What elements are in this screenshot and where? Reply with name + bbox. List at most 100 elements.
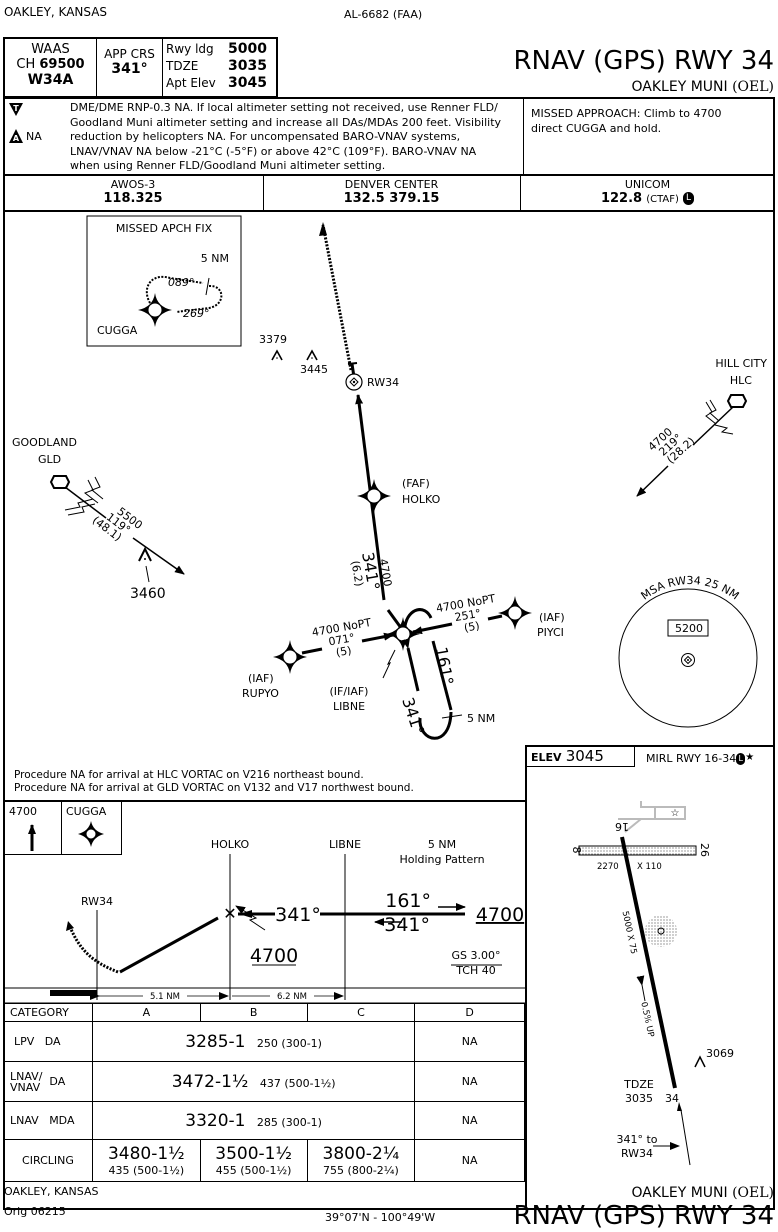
elev-label: ELEV: [531, 751, 562, 764]
minimums-row: LPV DA 3285-1 250 (300-1) NA: [3, 1021, 525, 1062]
runway-8-26: [578, 845, 697, 856]
hold-in-crs: 341°: [384, 914, 430, 936]
comm-freq: 118.325: [103, 191, 163, 206]
gld-route-labels: 5500 119° (48.1): [90, 505, 145, 544]
msa-alt: 5200: [675, 622, 703, 635]
note-line: LNAV/VNAV NA below -21°C (-5°F) or above…: [70, 144, 477, 158]
obstacle-icon: [694, 1055, 706, 1068]
changeover-icon: [705, 399, 720, 425]
main-rwy-dims: 5000 X 75: [620, 910, 639, 955]
minimums-table: CATEGORY A B C D LPV DA 3285-1 250 (300-…: [3, 1003, 525, 1182]
profile-view: ✕ HOLKO LIBNE 5 NM Holding Pattern RW34 …: [3, 821, 525, 1004]
cugga-fix-icon: [78, 821, 104, 847]
rwy-ldg-value: 5000: [228, 41, 267, 57]
row-abc: 3320-1 285 (300-1): [91, 1101, 416, 1140]
pilot-controlled-lighting-icon: L: [683, 192, 695, 205]
gld-vortac-icon: [49, 475, 71, 489]
rwy-26-label: 26: [698, 843, 711, 857]
lightning-icon: [235, 905, 266, 931]
final-label: 341° to: [616, 1133, 657, 1146]
minimum-value: 3500-1½: [215, 1144, 292, 1164]
row-label: LNAV/VNAV DA: [3, 1061, 93, 1102]
row-d: NA: [414, 1021, 525, 1062]
divider: [520, 175, 521, 210]
rw34-label: RW34: [81, 895, 113, 908]
obstacle-icon: [271, 349, 283, 361]
final-dist: (6.2): [348, 560, 365, 588]
row-abc: 3472-1½ 437 (500-1½): [91, 1061, 416, 1102]
hlc-feeder-route: [636, 465, 669, 497]
proc-na-line: Procedure NA for arrival at GLD VORTAC o…: [14, 782, 414, 794]
waas-label: WAAS: [31, 42, 70, 57]
rupyo-transition: [361, 632, 394, 643]
hold-in-crs: 341°: [398, 695, 428, 738]
stippled-area: [645, 915, 677, 947]
descent-path: [119, 916, 219, 974]
note-line: when using Renner FLD/Goodland Muni alti…: [70, 159, 386, 172]
procedure-title: RNAV (GPS) RWY 34: [513, 46, 774, 76]
apt-elev-label: Apt Elev: [166, 76, 216, 90]
missed-climb-path: [68, 926, 119, 974]
airport-name: OAKLEY MUNI (OEL): [632, 80, 774, 94]
header-b: B: [199, 1003, 308, 1022]
waas-ch-label: CH: [16, 57, 36, 72]
row-label: LPV DA: [3, 1021, 93, 1062]
piyci-dist: (5): [463, 619, 481, 635]
gld-feeder-route: [132, 537, 185, 575]
changeover-icon: [64, 498, 96, 516]
missed-arrow-icon: [319, 222, 327, 236]
hold-alt: 4700: [476, 904, 524, 926]
rupyo-label: (IAF): [248, 672, 274, 685]
footer-airport-id: (OEL): [732, 1185, 774, 1201]
missed-hold-out: 089°: [168, 276, 195, 289]
hold-turn: [403, 608, 433, 627]
glideslope: GS 3.00°: [452, 949, 501, 962]
apt-elev-value: 3045: [228, 75, 267, 91]
minimum-hat: 285 (300-1): [256, 1115, 322, 1129]
tdze-value: 3035: [625, 1092, 653, 1105]
minimum-value: 3472-1½: [171, 1071, 249, 1092]
chart-id: AL-6682 (FAA): [344, 8, 423, 21]
lightning-icon: [382, 649, 396, 679]
pilot-controlled-lighting-icon: L: [736, 753, 746, 765]
final-label-rw: RW34: [621, 1147, 653, 1160]
libne-label: (IF/IAF): [330, 685, 369, 698]
obstacle-elev: 3069: [706, 1047, 734, 1060]
missed-hold-track: [175, 284, 223, 313]
faf-name: HOLKO: [402, 493, 441, 506]
missed-hold-in: 269°: [183, 307, 210, 320]
faf-alt: 4700: [250, 945, 298, 967]
libne-label: LIBNE: [329, 838, 361, 851]
minimum-hat: 435 (500-1½): [108, 1164, 185, 1177]
rupyo-crs: 071°: [327, 631, 355, 648]
minimums-header-row: CATEGORY A B C D: [3, 1003, 525, 1022]
cross-rwy-dims: 2270: [597, 862, 619, 872]
airport-reference-icon: [681, 653, 695, 667]
libne-name: LIBNE: [333, 700, 365, 713]
hold-dist: 5 NM: [428, 838, 456, 851]
rwy-slope: 0.5% UP: [638, 1001, 655, 1038]
tdze-value: 3035: [228, 58, 267, 74]
comm-freq: 132.5 379.15: [343, 191, 440, 206]
minimum-value: 3285-1: [185, 1031, 246, 1052]
changeover-icon: [714, 424, 734, 435]
ramp-outline: [618, 801, 686, 820]
airport-id: (OEL): [732, 79, 774, 95]
footer-amendment: Orig 06215: [4, 1205, 66, 1218]
hold-turn: [418, 711, 453, 740]
faf-cross-icon: ✕: [223, 904, 236, 923]
obstacle-icon: [306, 349, 318, 361]
proc-na-line: Procedure NA for arrival at HLC VORTAC o…: [14, 769, 364, 781]
elev-box: ELEV 3045: [527, 747, 635, 767]
hold-outbound: [431, 640, 453, 711]
ma-alt: 4700: [9, 805, 37, 818]
rwy-ldg-label: Rwy ldg: [166, 42, 214, 56]
waas-block: WAAS CH 69500 W34A: [5, 39, 97, 96]
minimums-row: LNAV MDA 3320-1 285 (300-1) NA: [3, 1101, 525, 1140]
final-course-line: [680, 1109, 691, 1166]
obstacle-elev: 3379: [259, 333, 287, 346]
